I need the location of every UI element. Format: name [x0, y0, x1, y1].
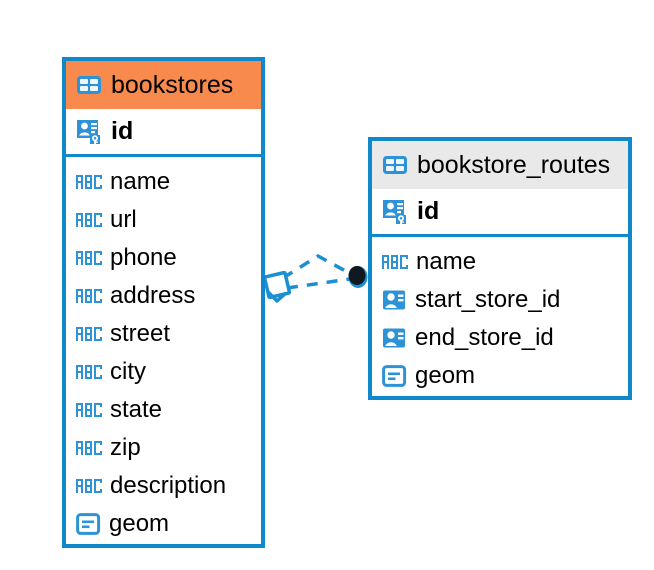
field-row-url[interactable]: url [66, 201, 261, 239]
abc-string-icon [76, 479, 102, 493]
abc-string-icon [76, 251, 102, 265]
field-row-geom[interactable]: geom [372, 357, 628, 395]
field-label: description [110, 472, 227, 499]
abc-string-icon [76, 365, 102, 379]
abc-string-icon [76, 289, 102, 303]
field-label: start_store_id [415, 286, 561, 313]
table-grid-icon [77, 76, 101, 94]
field-row-zip[interactable]: zip [66, 429, 261, 467]
field-row-phone[interactable]: phone [66, 239, 261, 277]
primary-key-icon [383, 199, 406, 224]
table-node-bookstores[interactable]: bookstores id [62, 57, 265, 548]
abc-string-icon [382, 255, 408, 269]
field-row-primary-key[interactable]: id [66, 109, 261, 157]
field-label: address [110, 282, 196, 309]
table-grid-icon [383, 156, 407, 174]
field-list-bookstores: name url [66, 157, 261, 551]
abc-string-icon [76, 441, 102, 455]
field-row-start-store-id[interactable]: start_store_id [372, 281, 628, 319]
abc-string-icon [76, 403, 102, 417]
field-label: name [416, 248, 477, 275]
field-row-address[interactable]: address [66, 277, 261, 315]
table-header-bookstores[interactable]: bookstores [66, 61, 261, 109]
foreign-key-icon [383, 290, 405, 310]
table-title: bookstores [111, 70, 234, 99]
field-label: state [110, 396, 163, 423]
field-label: city [110, 358, 146, 385]
diamond-endpoint [262, 270, 292, 303]
field-label: geom [415, 362, 476, 389]
field-row-state[interactable]: state [66, 391, 261, 429]
field-row-name[interactable]: name [66, 163, 261, 201]
field-row-end-store-id[interactable]: end_store_id [372, 319, 628, 357]
field-label: end_store_id [415, 324, 554, 351]
field-list-bookstore-routes: name start_store_id [372, 237, 628, 403]
field-row-primary-key[interactable]: id [372, 189, 628, 237]
foreign-key-icon [383, 328, 405, 348]
abc-string-icon [76, 175, 102, 189]
field-label: zip [110, 434, 141, 461]
field-label: id [111, 117, 134, 145]
geometry-icon [382, 365, 407, 387]
field-row-city[interactable]: city [66, 353, 261, 391]
field-row-geom[interactable]: geom [66, 505, 261, 543]
field-label: phone [110, 244, 177, 271]
primary-key-icon [77, 119, 100, 144]
relationship-line-straight [286, 277, 351, 290]
abc-string-icon [76, 213, 102, 227]
table-title: bookstore_routes [417, 150, 611, 179]
table-header-bookstore-routes[interactable]: bookstore_routes [372, 141, 628, 189]
field-row-name[interactable]: name [372, 243, 628, 281]
field-row-description[interactable]: description [66, 467, 261, 505]
field-row-street[interactable]: street [66, 315, 261, 353]
filled-dot-endpoint [348, 266, 368, 288]
abc-string-icon [76, 327, 102, 341]
relationship-line-fork [282, 253, 352, 280]
table-node-bookstore-routes[interactable]: bookstore_routes id [368, 137, 632, 400]
field-label: street [110, 320, 171, 347]
geometry-icon [76, 513, 101, 535]
field-label: url [110, 206, 137, 233]
field-label: name [110, 168, 171, 195]
field-label: geom [109, 510, 170, 537]
field-label: id [417, 197, 440, 225]
